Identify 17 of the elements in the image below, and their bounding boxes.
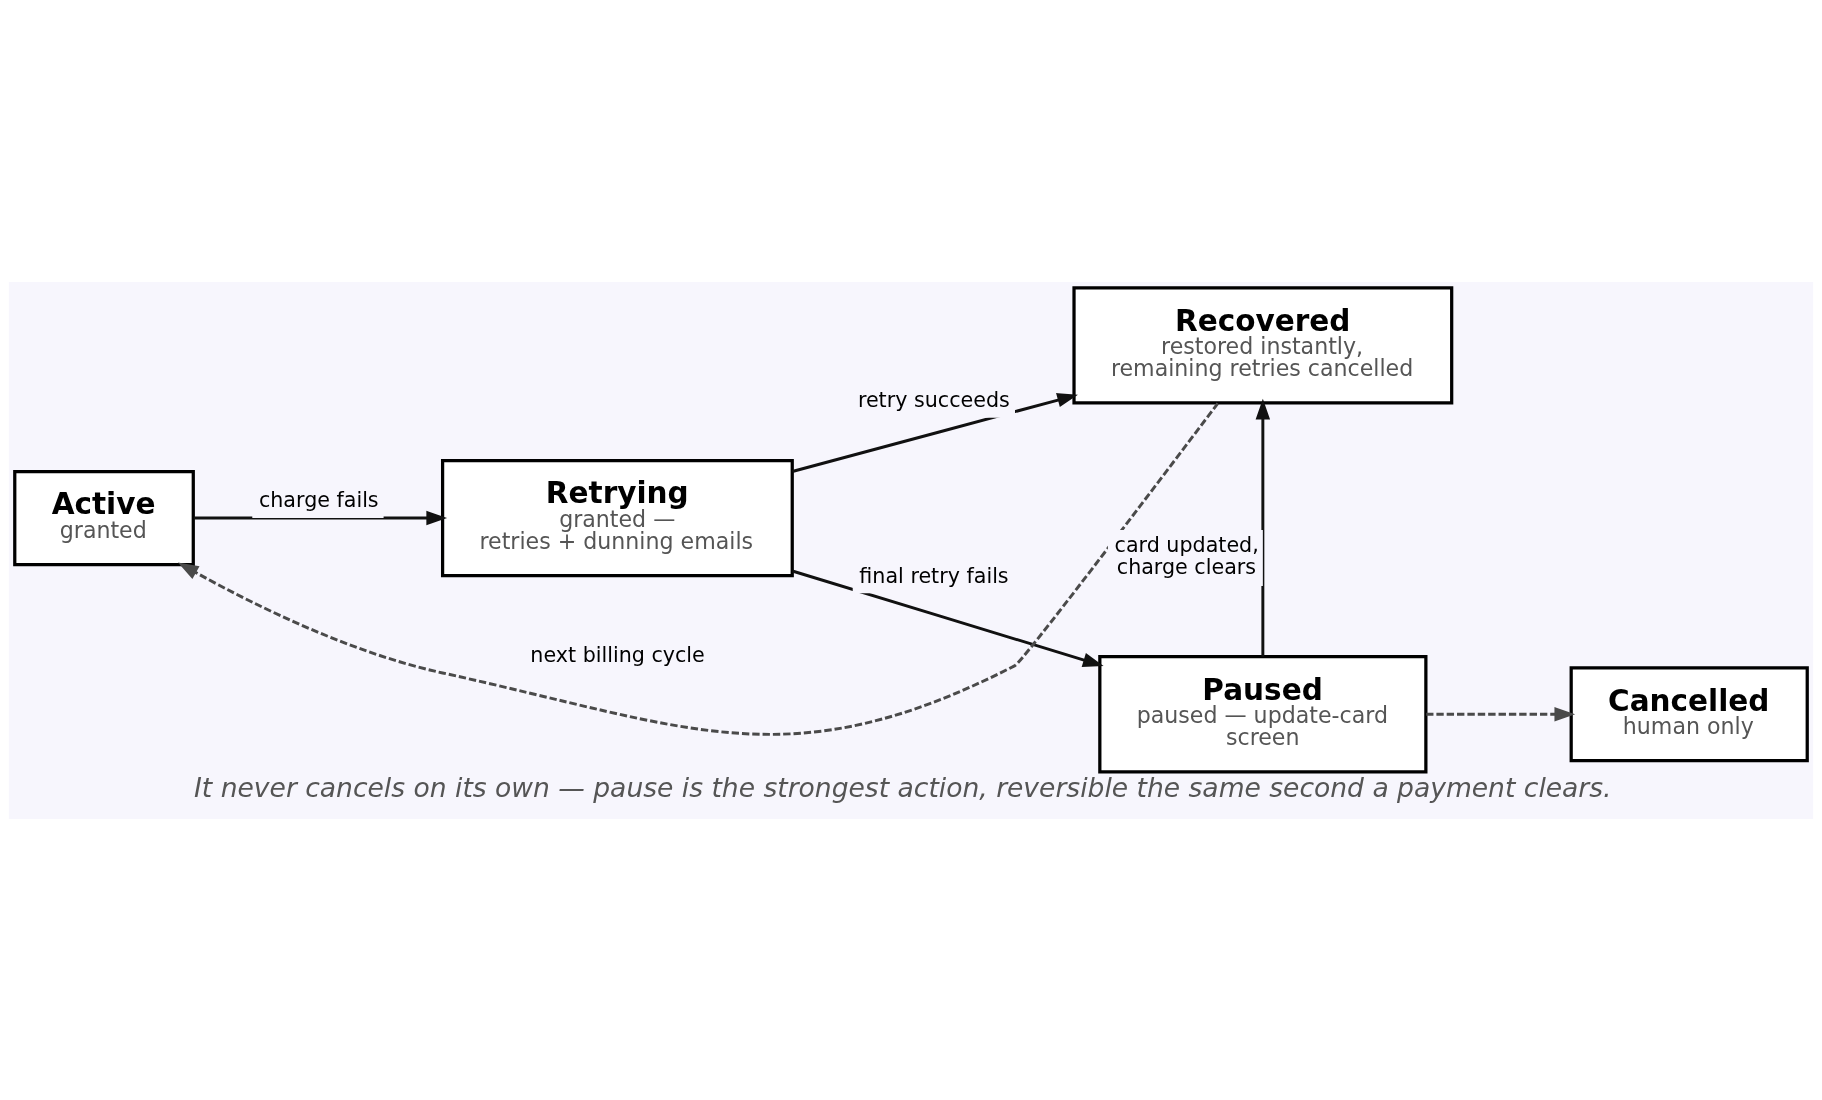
edge-label: charge fails [258,487,379,512]
arrow [791,392,1078,473]
node-box: Cancelled human only [1569,665,1809,762]
arrow [791,569,1104,667]
edge-label: card updated, charge clears [1114,532,1259,579]
edge-label: retry succeeds [857,387,1010,412]
node-box: Active granted [13,469,195,566]
edge-label: final retry fails [859,563,1009,588]
node-box: Recovered restored instantly, remaining retries cancelled [1072,285,1454,405]
arrow [177,401,1219,735]
arrow [1426,706,1576,721]
edge-label: next billing cycle [530,642,705,667]
node-box: Paused paused — update-card screen [1098,654,1428,773]
node-box: Retrying granted — retries + dunning emails [440,458,794,577]
caption: It never cancels on its own — pause is the strongest action, reversible the same second a payment clears. [194,771,1612,803]
arrow [193,510,448,525]
arrow [1255,398,1271,657]
